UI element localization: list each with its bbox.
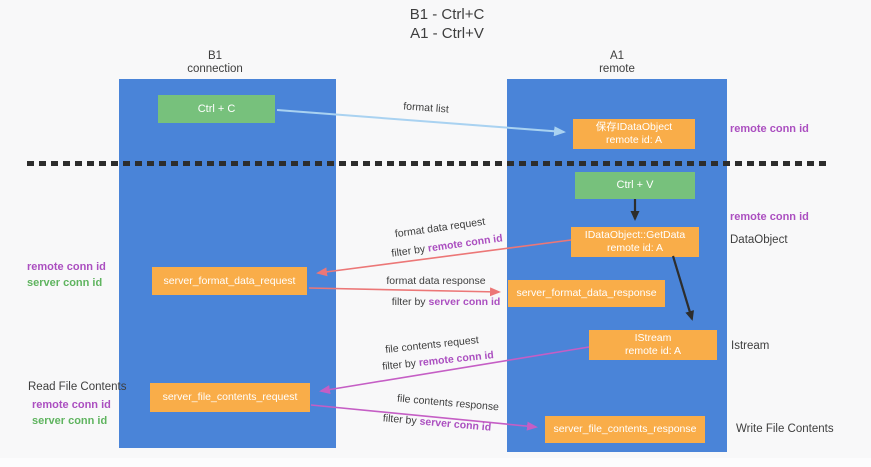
save-dataobject-remote-id: remote id: A — [605, 134, 663, 146]
diagram-title: B1 - Ctrl+C A1 - Ctrl+V — [347, 5, 547, 43]
ctrl-c-box: Ctrl + C — [158, 95, 275, 123]
title-line-1: B1 - Ctrl+C — [409, 6, 485, 23]
istream-side-label: Istream — [731, 340, 770, 352]
file-request-label: server_file_contents_request — [162, 391, 298, 403]
right-column-name: A1 — [609, 50, 625, 62]
session-divider-dashed-line — [27, 161, 830, 166]
format-list-label: format list — [402, 100, 450, 116]
filter-by-text: filter by — [390, 243, 426, 260]
remote-conn-id-text: remote conn id — [418, 349, 495, 369]
filter-by-text: filter by — [382, 412, 418, 428]
right-remote-conn-id-label: remote conn id — [730, 123, 809, 135]
left-server-conn-id-label-2: server conn id — [32, 415, 108, 427]
right-remote-conn-id-label-2: remote conn id — [730, 211, 809, 223]
right-column-role: remote — [599, 63, 635, 75]
format-response-box: server_format_data_response — [508, 280, 665, 307]
file-request-box: server_file_contents_request — [150, 383, 310, 412]
server-conn-id-text: server conn id — [428, 296, 501, 308]
istream-line1: IStream — [634, 332, 672, 344]
server-conn-id-text: server conn id — [419, 415, 492, 434]
filter-by-text: filter by — [381, 357, 417, 373]
left-column-header: B1 connection — [140, 50, 290, 76]
getdata-box: IDataObject::GetData remote id: A — [571, 227, 699, 257]
write-file-contents-label: Write File Contents — [736, 423, 834, 435]
save-dataobject-box: 保存IDataObject remote id: A — [573, 119, 695, 149]
left-column-name: B1 — [207, 50, 223, 62]
istream-box: IStream remote id: A — [589, 330, 717, 360]
title-line-2: A1 - Ctrl+V — [410, 25, 484, 42]
left-remote-conn-id-label-2: remote conn id — [32, 399, 111, 411]
left-column-role: connection — [187, 63, 243, 75]
format-request-box: server_format_data_request — [152, 267, 307, 295]
format-data-response-label: format data response — [386, 275, 486, 287]
ctrl-v-box: Ctrl + V — [575, 172, 695, 199]
dataobject-label: DataObject — [730, 234, 788, 246]
save-dataobject-line1: 保存IDataObject — [595, 121, 673, 133]
format-request-label: server_format_data_request — [163, 274, 296, 287]
istream-remote-id: remote id: A — [624, 345, 682, 357]
file-contents-response-label: file contents response — [396, 392, 500, 414]
ctrl-c-label: Ctrl + C — [197, 102, 236, 115]
bottom-window-strip — [0, 458, 871, 467]
left-server-conn-id-label: server conn id — [27, 277, 103, 289]
format-data-response-arrow — [308, 287, 501, 297]
format-response-label: server_format_data_response — [516, 287, 657, 299]
remote-conn-id-text: remote conn id — [427, 232, 504, 255]
filter-by-text: filter by — [391, 296, 426, 308]
ctrl-v-label: Ctrl + V — [616, 179, 654, 191]
file-response-label: server_file_contents_response — [553, 423, 697, 435]
getdata-line1: IDataObject::GetData — [584, 229, 686, 241]
right-column-header: A1 remote — [542, 50, 692, 76]
read-file-contents-label: Read File Contents — [28, 381, 127, 393]
left-remote-conn-id-label: remote conn id — [27, 261, 106, 273]
file-response-box: server_file_contents_response — [545, 416, 705, 443]
getdata-remote-id: remote id: A — [606, 242, 664, 254]
